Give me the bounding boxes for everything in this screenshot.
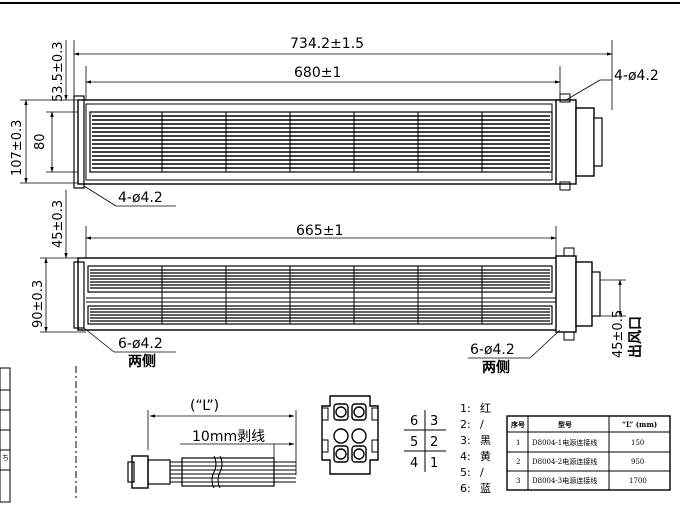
dim-side-body-length: 665±1 bbox=[296, 223, 343, 239]
left-margin-fragment bbox=[0, 367, 11, 503]
side-body-outline bbox=[77, 257, 559, 331]
label-outlet: 出风口 bbox=[627, 316, 644, 358]
dim-height-total: 107±0.3 bbox=[10, 120, 25, 176]
dim-side-height: 90±0.3 bbox=[31, 280, 46, 328]
pin-6: 6 bbox=[410, 414, 418, 429]
cable-strip-label: 10mm剥线 bbox=[192, 429, 265, 445]
legend-color: 黑 bbox=[480, 434, 491, 447]
legend-num: 1: bbox=[460, 402, 471, 415]
table-cell: D8004-2电源连接线 bbox=[532, 457, 597, 466]
table-cell: 150 bbox=[631, 439, 644, 447]
cable-drawing bbox=[127, 410, 297, 489]
legend-num: 2: bbox=[460, 418, 471, 431]
label-both-sides-left: 两侧 bbox=[128, 353, 156, 370]
table-header: 序号 bbox=[510, 420, 525, 429]
table-cell: 3 bbox=[516, 477, 520, 485]
legend-color: / bbox=[480, 418, 484, 431]
pin-1: 1 bbox=[430, 456, 438, 471]
cable-length-label: (“L”) bbox=[190, 398, 219, 414]
table-cell: D8004-1电源连接线 bbox=[532, 438, 597, 447]
dim-outlet: 45±0.5 bbox=[611, 310, 626, 358]
top-vane-lines bbox=[92, 112, 550, 172]
wire-legend: 1: 红 2: / 3: 黑 4: 黄 5: / 6: 蓝 bbox=[460, 402, 491, 495]
dim-hole-right-side: 6-ø4.2 bbox=[470, 342, 515, 358]
table-cell: D8004-3电源连接线 bbox=[532, 476, 597, 485]
pin-2: 2 bbox=[430, 435, 438, 450]
table-header: 型号 bbox=[558, 420, 572, 429]
left-margin-text: ち bbox=[2, 454, 9, 462]
spec-table: 序号 型号 “L” (mm) 1 D8004-1电源连接线 150 2 D800… bbox=[510, 420, 657, 485]
table-cell: 1 bbox=[516, 439, 520, 447]
top-view bbox=[20, 40, 613, 207]
spec-table-grid bbox=[506, 415, 671, 491]
pin-grid bbox=[404, 410, 446, 472]
dim-body-length: 680±1 bbox=[294, 65, 341, 81]
legend-num: 4: bbox=[460, 450, 471, 463]
pin-4: 4 bbox=[410, 456, 418, 471]
pin-5: 5 bbox=[410, 435, 418, 450]
legend-num: 3: bbox=[460, 434, 471, 447]
top-body-outline bbox=[77, 99, 559, 185]
dim-hole-right-top: 4-ø4.2 bbox=[614, 68, 659, 84]
table-cell: 1700 bbox=[629, 477, 647, 485]
dim-overall-length: 734.2±1.5 bbox=[290, 36, 364, 52]
label-both-sides-right: 两侧 bbox=[482, 359, 510, 376]
legend-color: / bbox=[480, 466, 484, 479]
table-cell: 2 bbox=[516, 458, 520, 466]
table-cell: 950 bbox=[631, 458, 644, 466]
top-vane-region bbox=[89, 111, 553, 173]
connector-face bbox=[321, 395, 379, 475]
side-vane-lines bbox=[90, 266, 550, 324]
dim-top-offset: 53.5±0.3 bbox=[51, 41, 66, 102]
dim-hole-bottom-top: 4-ø4.2 bbox=[118, 190, 163, 206]
legend-num: 6: bbox=[460, 482, 471, 495]
legend-num: 5: bbox=[460, 466, 471, 479]
legend-color: 红 bbox=[480, 402, 491, 415]
pin-3: 3 bbox=[430, 414, 438, 429]
dim-height-inner: 80 bbox=[33, 133, 48, 150]
side-view bbox=[40, 190, 626, 359]
dim-hole-left-side: 6-ø4.2 bbox=[118, 336, 163, 352]
legend-color: 蓝 bbox=[480, 482, 491, 495]
table-header: “L” (mm) bbox=[622, 420, 657, 429]
legend-color: 黄 bbox=[480, 449, 491, 463]
dim-side-top-offset: 45±0.3 bbox=[51, 200, 66, 248]
